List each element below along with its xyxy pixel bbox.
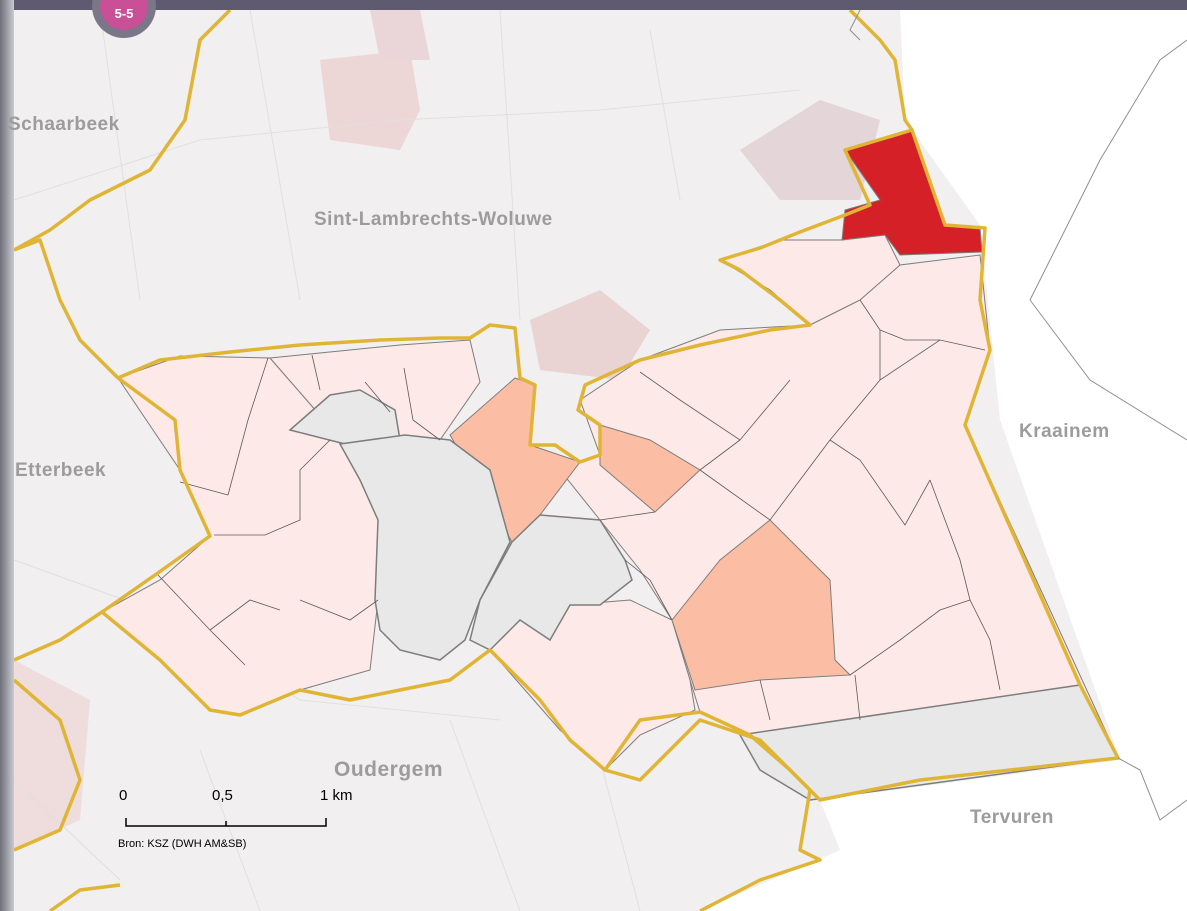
label-etterbeek: Etterbeek: [15, 460, 107, 481]
slw-north-border: [13, 8, 232, 252]
source-note: Bron: KSZ (DWH AM&SB): [118, 838, 247, 850]
slw-east-border: [848, 8, 914, 132]
no-data-districts: [288, 389, 1120, 801]
faded-district: [740, 100, 880, 200]
scale-label-half: 0,5: [212, 787, 233, 804]
oudergem-border: [13, 238, 120, 380]
left-edge-strip: [0, 0, 14, 911]
faded-district: [320, 50, 420, 150]
district-internal-lines: [157, 299, 1001, 721]
scale-label-one: 1 km: [320, 787, 353, 804]
chapter-badge-number: 5-5: [100, 0, 148, 30]
commune-borders: [12, 8, 1120, 911]
district-medium-2: [599, 424, 701, 513]
bottom-left-border: [48, 883, 121, 911]
label-oudergem: Oudergem: [334, 758, 444, 781]
medium-districts: [449, 377, 852, 691]
label-schaarbeek: Schaarbeek: [8, 114, 120, 135]
outer-commune-lines: [849, 9, 1187, 821]
district-grey-south: [738, 684, 1120, 801]
title-bar: [0, 0, 1187, 10]
label-tervuren: Tervuren: [970, 807, 1054, 828]
sw-corner-border: [12, 678, 82, 852]
district-medium-3: [671, 519, 852, 691]
label-sint-lambrechts-woluwe: Sint-Lambrechts-Woluwe: [314, 209, 553, 230]
oudergem-south-border: [604, 718, 822, 911]
label-kraainem: Kraainem: [1019, 421, 1110, 442]
oudergem-west-border: [13, 610, 103, 662]
scale-label-zero: 0: [119, 787, 128, 804]
district-grey-central: [338, 434, 511, 661]
faded-district: [530, 290, 650, 380]
faded-district: [370, 10, 430, 60]
